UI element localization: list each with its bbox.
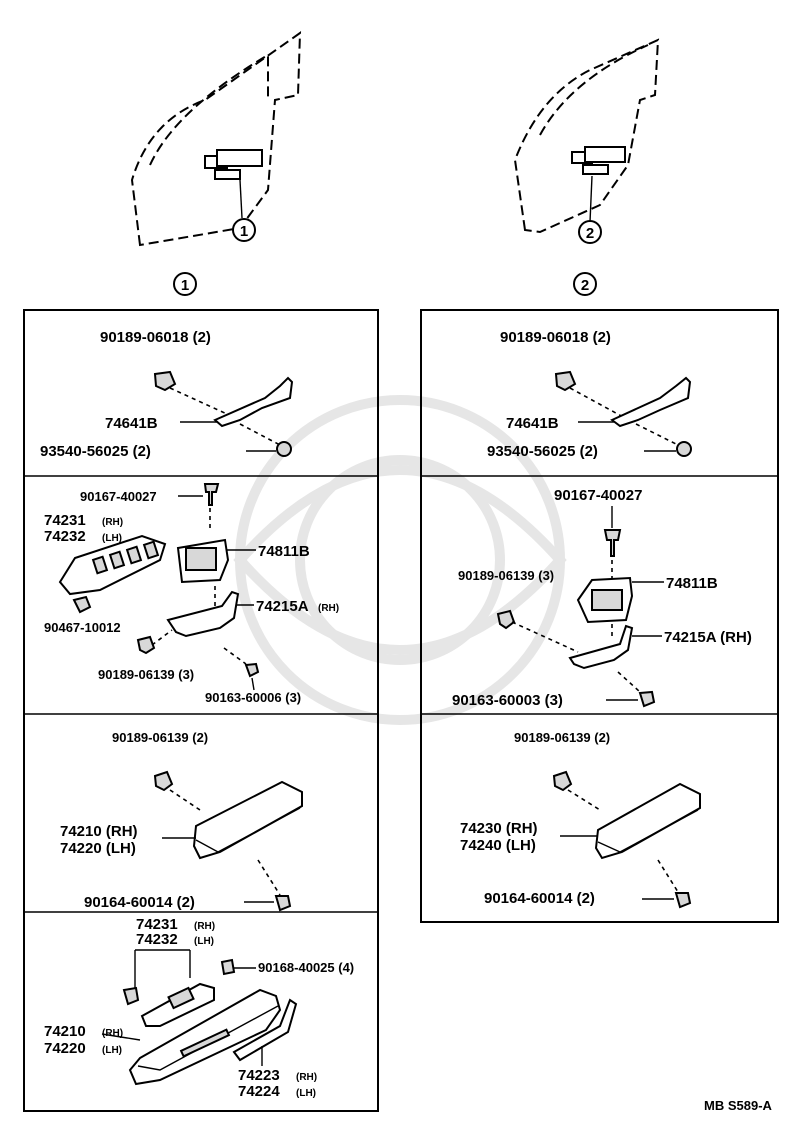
part-label: 90189-06139 (2): [514, 730, 610, 745]
callout-1-label: 1: [240, 223, 248, 240]
clip-part: [72, 595, 92, 614]
left-section-armrest: 90189-06139 (2) 74210 (RH) 74220 (LH) 90…: [60, 730, 303, 912]
clip-part: [552, 770, 573, 792]
clip-part: [496, 609, 516, 630]
part-tag: (LH): [296, 1088, 316, 1099]
part-tag: (RH): [318, 603, 339, 614]
part-label: 74231: [136, 916, 178, 933]
rear-door-sketch: [513, 38, 660, 234]
right-panel-frame: [420, 309, 779, 923]
screw-part: [603, 529, 622, 557]
screw-part: [203, 483, 220, 506]
part-tag: (RH): [194, 921, 215, 932]
part-label: 74220 (LH): [60, 840, 136, 857]
clip-part: [554, 370, 577, 392]
clip-part: [153, 370, 177, 392]
armrest-part: [192, 780, 303, 860]
part-label: 90167-40027: [80, 489, 157, 504]
garnish-part: [232, 998, 298, 1062]
part-tag: (RH): [296, 1072, 317, 1083]
nut-part: [276, 441, 292, 457]
part-tag: (LH): [102, 533, 122, 544]
nut-part: [676, 441, 692, 457]
screw-part: [274, 895, 292, 912]
front-door-sketch: [130, 31, 302, 247]
left-panel-callout: 1: [173, 272, 197, 296]
armrest-assembly-part: [128, 988, 282, 1086]
screw-part: [244, 662, 260, 678]
right-section-bracket: 90189-06018 (2) 74641B 93540-56025 (2): [487, 329, 692, 460]
part-label: 90189-06018 (2): [500, 329, 611, 346]
part-label: 74210: [44, 1023, 86, 1040]
part-label: 74811B: [666, 575, 718, 592]
part-tag: (LH): [102, 1045, 122, 1056]
clip-part: [122, 986, 140, 1006]
part-label: 90164-60014 (2): [484, 890, 595, 907]
right-section-armrest: 90189-06139 (2) 74230 (RH) 74240 (LH) 90…: [460, 730, 701, 909]
bracket-part: [213, 376, 294, 428]
part-label: 90189-06139 (3): [98, 667, 194, 682]
part-label: 90467-10012: [44, 620, 121, 635]
rear-door-callout: 2: [578, 220, 602, 244]
part-tag: (LH): [194, 936, 214, 947]
part-label: 74215A: [256, 598, 309, 615]
left-section-armrest-assembly: 74231 (RH) 74232 (LH) 90168-40025 (4) 74…: [44, 916, 354, 1100]
left-panel-callout-label: 1: [181, 277, 189, 294]
part-label: 74641B: [506, 415, 559, 432]
part-label: 74210 (RH): [60, 823, 138, 840]
part-label: 90164-60014 (2): [84, 894, 195, 911]
part-label: 74240 (LH): [460, 837, 536, 854]
clip-part: [220, 958, 236, 976]
bracket-part: [166, 590, 240, 638]
part-label: 74231: [44, 512, 86, 529]
screw-part: [638, 690, 656, 708]
part-label: 74641B: [105, 415, 158, 432]
clip-part: [136, 635, 156, 655]
part-label: 74224: [238, 1083, 280, 1100]
left-panel-frame: [23, 309, 379, 1112]
part-label: 90168-40025 (4): [258, 960, 354, 975]
part-label: 74230 (RH): [460, 820, 538, 837]
bracket-part: [610, 376, 692, 428]
diagram-code: MB S589-A: [704, 1098, 773, 1113]
clip-part: [153, 770, 174, 792]
part-label: 74232: [44, 528, 86, 545]
part-label: 90189-06018 (2): [100, 329, 211, 346]
left-section-bracket: 90189-06018 (2) 74641B 93540-56025 (2): [40, 329, 294, 460]
right-panel-callout-label: 2: [581, 277, 589, 294]
left-section-switch: 90167-40027 74231 (RH) 74232 (LH) 74811B…: [44, 483, 339, 705]
part-label: 74232: [136, 931, 178, 948]
part-label: 74223: [238, 1067, 280, 1084]
part-label: 90189-06139 (2): [112, 730, 208, 745]
watermark-emblem: [233, 395, 567, 725]
part-label: 74220: [44, 1040, 86, 1057]
front-door-callout: 1: [232, 218, 256, 242]
right-section-switch: 90167-40027 74811B 90189-06139 (3) 74215…: [452, 487, 752, 709]
armrest-part: [594, 782, 701, 860]
screw-part: [674, 892, 692, 909]
part-label: 90167-40027: [554, 487, 642, 504]
part-tag: (RH): [102, 1028, 123, 1039]
bracket-part: [568, 624, 634, 670]
part-tag: (RH): [102, 517, 123, 528]
part-label: 93540-56025 (2): [40, 443, 151, 460]
part-label: 93540-56025 (2): [487, 443, 598, 460]
part-label: 90163-60006 (3): [205, 690, 301, 705]
part-label: 90189-06139 (3): [458, 568, 554, 583]
part-label: 74811B: [258, 543, 310, 560]
part-label: 74215A (RH): [664, 629, 752, 646]
right-panel-callout: 2: [573, 272, 597, 296]
callout-2-label: 2: [586, 225, 594, 242]
part-label: 90163-60003 (3): [452, 692, 563, 709]
